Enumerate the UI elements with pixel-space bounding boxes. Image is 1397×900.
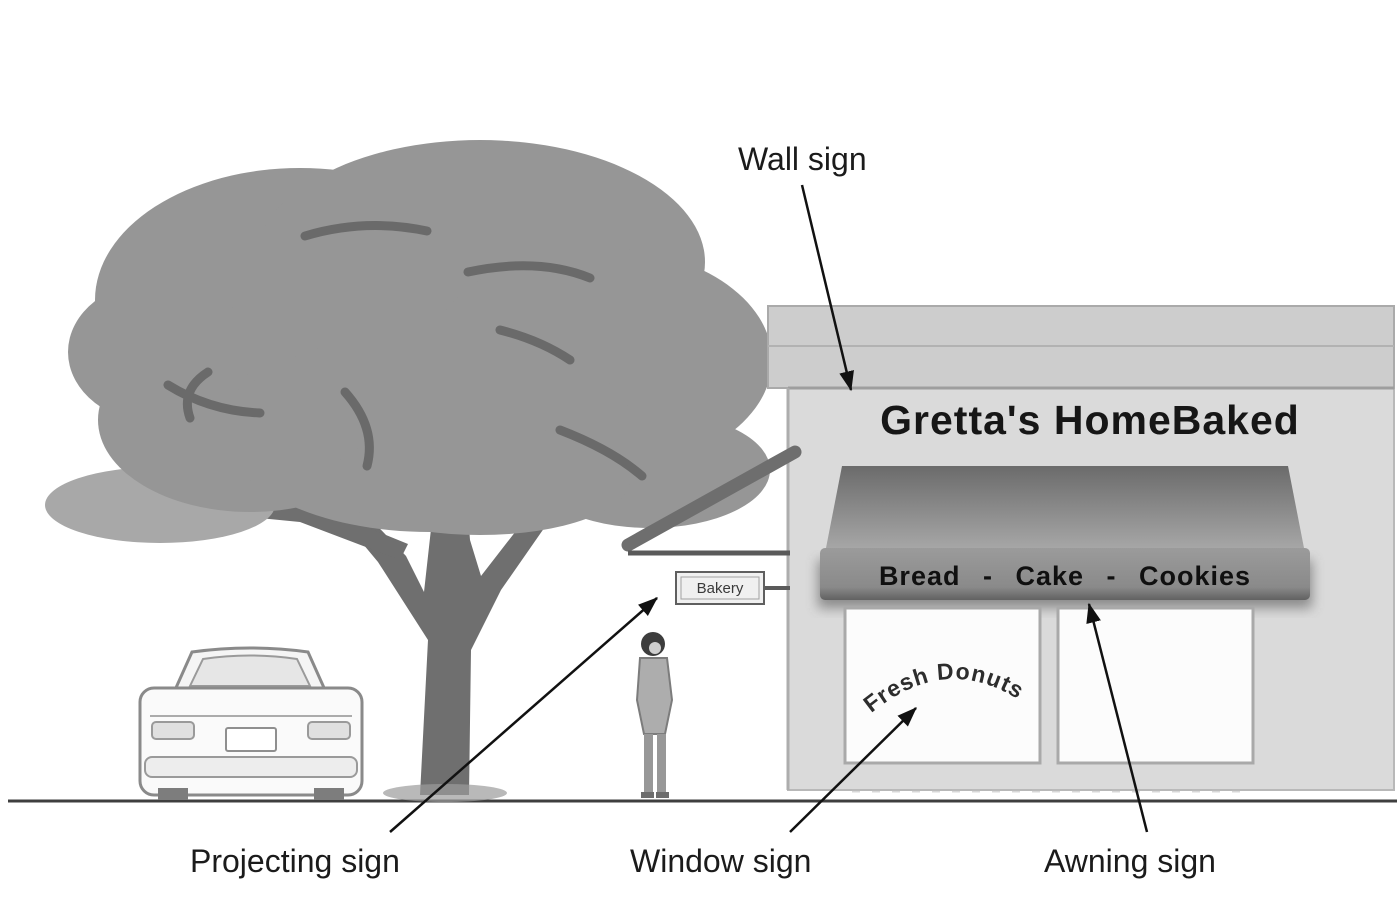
person: [635, 632, 674, 798]
window-sign-arrow: [789, 707, 917, 833]
person-leg-right: [657, 734, 666, 792]
awning-sign-label: Awning sign: [1044, 843, 1216, 879]
window-right: [1056, 606, 1255, 765]
awning-sign-arrow: [1086, 602, 1149, 833]
projecting-sign-label: Projecting sign: [190, 843, 400, 879]
building: Gretta's HomeBaked Bread - Cake - Cookie…: [767, 305, 1395, 793]
window-sign-label: Window sign: [630, 843, 811, 879]
projecting-sign-inner-frame: [680, 576, 760, 600]
awning: Bread - Cake - Cookies: [818, 466, 1312, 608]
car: [138, 646, 364, 800]
tree-canopy: [45, 140, 772, 543]
car-tail-light-left: [151, 721, 195, 740]
awning-sign: Bread - Cake - Cookies: [879, 561, 1251, 591]
projecting-sign-arrow: [389, 597, 658, 833]
car-rear-window: [188, 654, 312, 687]
tree-branch-left: [238, 502, 408, 560]
car-bumper: [144, 756, 358, 778]
person-foot-left: [641, 792, 654, 798]
car-wheel-left: [158, 788, 188, 800]
tree-base: [383, 784, 507, 802]
wall-sign-label: Wall sign: [738, 141, 867, 177]
person-leg-left: [644, 734, 653, 792]
person-foot-right: [656, 792, 669, 798]
car-wheel-right: [314, 788, 344, 800]
person-face: [649, 642, 661, 654]
awning-valance: [820, 548, 1310, 600]
window-left: [843, 606, 1042, 765]
wall-sign: Gretta's HomeBaked: [880, 397, 1300, 443]
projecting-sign-assembly: Bakery: [621, 445, 802, 605]
person-body: [635, 657, 674, 735]
storefront-windows: Fresh Donuts: [843, 606, 1255, 793]
sign-bracket-beam: [621, 445, 802, 552]
car-license-plate: [225, 727, 277, 752]
annotation-labels: Wall sign Projecting sign Window sign Aw…: [190, 141, 1216, 879]
tree-canopy-shading: [163, 221, 647, 481]
annotation-arrows: [389, 184, 1149, 833]
wall-sign-arrow: [800, 184, 854, 392]
awning-slope: [826, 466, 1304, 548]
projecting-sign-text: Bakery: [697, 580, 744, 597]
tree: [45, 140, 772, 802]
car-tail-light-right: [307, 721, 351, 740]
